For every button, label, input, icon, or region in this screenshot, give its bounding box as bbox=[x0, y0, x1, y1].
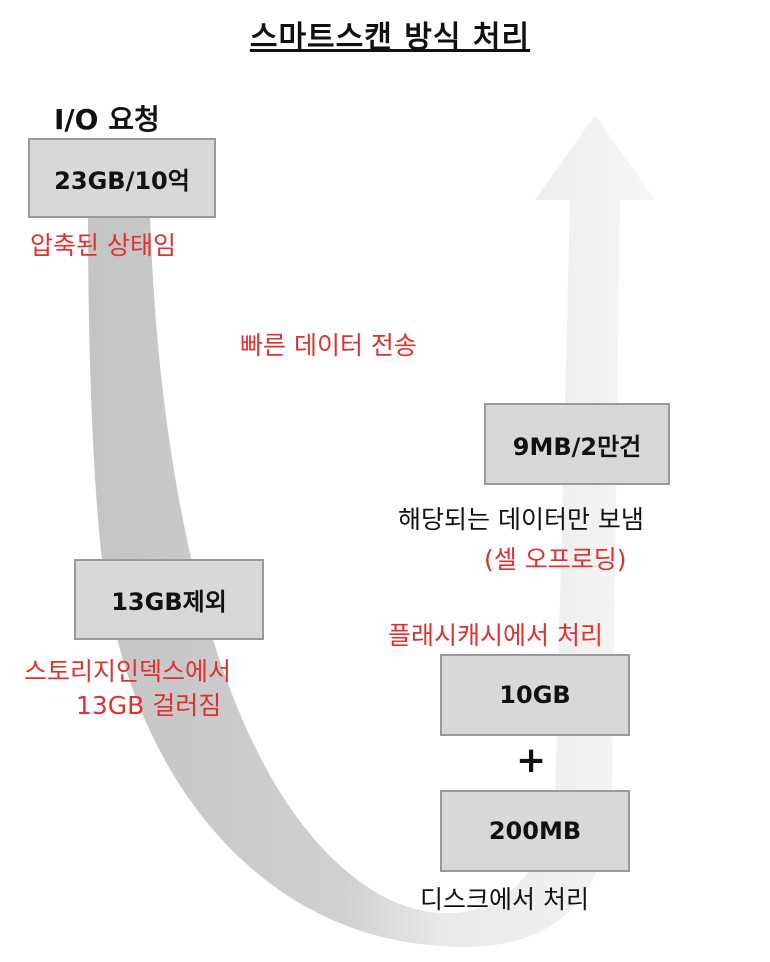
flash-cache-amount-text: 10GB bbox=[499, 681, 571, 709]
storage-index-note-line2: 13GB 걸러짐 bbox=[76, 691, 222, 720]
io-request-label: I/O 요청 bbox=[54, 103, 160, 136]
compressed-total-text: 23GB/10억 bbox=[54, 166, 190, 195]
result-box: 9MB/2만건 bbox=[484, 403, 670, 485]
flash-cache-box: 10GB bbox=[440, 654, 630, 736]
excluded-box: 13GB제외 bbox=[74, 559, 264, 640]
flash-cache-note: 플래시캐시에서 처리 bbox=[388, 621, 603, 650]
result-text: 9MB/2만건 bbox=[512, 432, 642, 461]
disk-box: 200MB bbox=[440, 790, 630, 872]
page-title: 스마트스캔 방식 처리 bbox=[249, 20, 531, 55]
storage-index-note-line1: 스토리지인덱스에서 bbox=[24, 657, 232, 686]
fast-transfer-note: 빠른 데이터 전송 bbox=[240, 331, 417, 360]
only-relevant-data-note: 해당되는 데이터만 보냄 bbox=[398, 505, 644, 534]
compressed-total-box: 23GB/10억 bbox=[28, 138, 216, 218]
excluded-text: 13GB제외 bbox=[111, 588, 227, 616]
compressed-state-note: 압축된 상태임 bbox=[30, 231, 176, 260]
flow-arrow-body bbox=[88, 115, 655, 947]
disk-processing-note: 디스크에서 처리 bbox=[420, 885, 589, 914]
cell-offloading-note: (셀 오프로딩) bbox=[484, 545, 627, 574]
plus-sign: + bbox=[516, 740, 547, 781]
disk-amount-text: 200MB bbox=[488, 817, 582, 845]
